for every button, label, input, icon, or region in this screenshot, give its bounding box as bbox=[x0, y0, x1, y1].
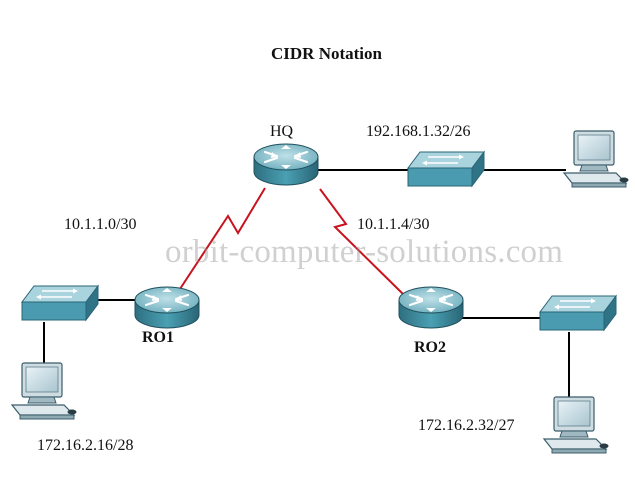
pc-icon[interactable] bbox=[543, 396, 610, 454]
router-label-hq: HQ bbox=[270, 123, 294, 140]
router-icon[interactable] bbox=[398, 285, 464, 330]
router-icon[interactable] bbox=[134, 285, 200, 330]
serial-links bbox=[175, 187, 405, 296]
router-label-ro2: RO2 bbox=[414, 339, 446, 356]
pc-icon[interactable] bbox=[11, 362, 78, 420]
network-label-ro2-lan: 172.16.2.32/27 bbox=[418, 417, 515, 434]
switch-icon[interactable] bbox=[539, 295, 617, 331]
router-label-ro1: RO1 bbox=[142, 329, 174, 346]
switch-icon[interactable] bbox=[407, 151, 485, 187]
switch-icon[interactable] bbox=[21, 285, 99, 321]
diagram-title: CIDR Notation bbox=[271, 44, 382, 63]
watermark: orbit-computer-solutions.com bbox=[165, 234, 564, 270]
serial-link-hq-ro2 bbox=[319, 188, 405, 296]
router-icon[interactable] bbox=[253, 142, 319, 187]
network-label-ro1-lan: 172.16.2.16/28 bbox=[37, 437, 134, 454]
network-label-wan-ro1: 10.1.1.0/30 bbox=[64, 216, 137, 233]
network-label-hq-lan: 192.168.1.32/26 bbox=[366, 123, 471, 140]
ethernet-links bbox=[43, 169, 570, 398]
network-label-wan-ro2: 10.1.1.4/30 bbox=[357, 216, 430, 233]
serial-link-hq-ro1 bbox=[175, 187, 266, 296]
pc-icon[interactable] bbox=[563, 130, 630, 188]
